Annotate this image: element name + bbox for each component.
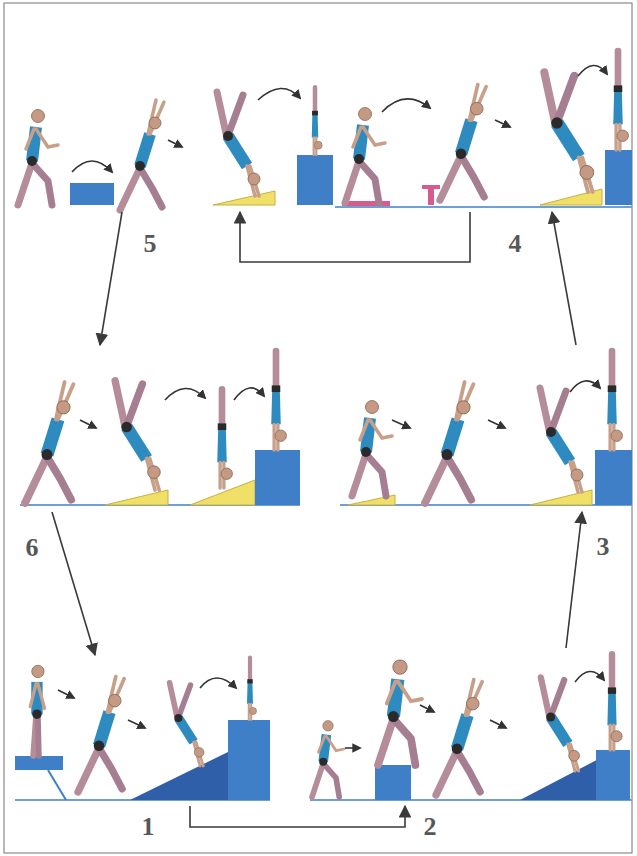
gymnast-figure [607,351,622,450]
vault-box [605,150,632,205]
station-number: 2 [422,814,439,840]
gymnast-figure [352,401,392,497]
motion-arrow [392,420,410,428]
motion-arrow [72,161,112,172]
vault-box [595,450,632,505]
station-area: 4 [335,45,632,212]
station-area: 6 [18,345,302,512]
mat-ramp [130,752,228,800]
motion-arrow [345,747,360,749]
motion-arrow [578,65,607,76]
motion-arrow [490,720,506,728]
gymnast-figure [120,100,164,210]
flow-arrow [52,512,95,655]
vault-box [255,450,300,505]
vault-box [70,183,114,205]
motion-arrow [495,120,510,127]
bench-leg [48,770,66,800]
motion-arrow [575,671,604,682]
gymnast-figure [425,382,473,503]
gymnast-figure [436,680,482,796]
gymnast-figure [217,92,260,196]
motion-arrow [420,705,434,712]
station-number: 5 [142,231,159,257]
gymnast-figure [25,382,73,503]
vault-box [228,720,270,800]
station-number: 6 [24,535,41,561]
gymnast-figure [115,381,160,490]
gymnast-figure [440,85,486,200]
motion-arrow [234,388,264,400]
station-area: 2 [305,648,632,806]
gymnast-figure [544,72,593,192]
motion-arrow [80,420,96,428]
gymnast-figure [312,721,344,797]
pink-marker [428,188,434,205]
gymnast-figure [541,677,580,771]
yellow-wedge [213,191,275,205]
motion-arrow [128,720,145,728]
motion-arrow [570,381,600,392]
motion-arrow [488,420,505,428]
gymnast-figure [271,351,286,450]
pink-board [342,201,390,206]
gymnast-figure [78,677,124,793]
gymnast-figure [345,108,385,204]
motion-arrow [58,690,74,698]
yellow-wedge [105,490,168,505]
gymnast-figure [540,388,583,492]
gymnast-figure [170,683,204,766]
motion-arrow [382,99,430,112]
gymnast-figure [30,665,44,756]
station-area: 1 [12,655,272,806]
gymnast-figure [217,389,232,488]
gymnast-figure [607,654,622,750]
gymnast-figure [247,658,257,720]
station-number: 3 [595,534,612,560]
gymnast-figure [18,110,58,206]
gymnast-figure [378,660,422,765]
motion-arrow [165,388,205,400]
flow-arrow [100,212,122,345]
motion-arrow [258,88,300,100]
vault-box [375,765,411,800]
frame [4,3,632,853]
gymnast-figure [613,51,628,150]
flow-arrow [240,212,470,262]
flow-arrow [566,512,582,648]
vault-box [596,750,630,800]
pink-marker [422,185,440,189]
station-area: 5 [8,85,333,212]
flow-arrow [552,212,576,345]
motion-arrow [168,140,182,147]
station-number: 4 [507,231,524,257]
flow-arrow [190,806,405,827]
motion-arrow [200,678,236,688]
station-area: 3 [340,345,632,512]
station-number: 1 [140,814,157,840]
gymnast-figure [312,87,322,155]
vault-box [297,155,333,205]
